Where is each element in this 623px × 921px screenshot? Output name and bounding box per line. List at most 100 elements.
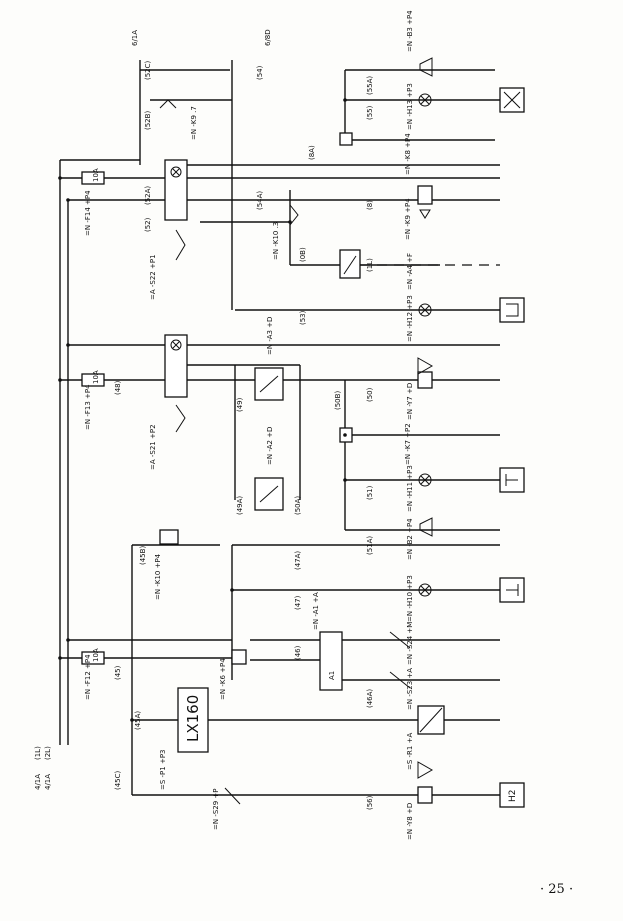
svg-text:=N -H11 +P3: =N -H11 +P3	[406, 465, 414, 512]
ref-left-3: (1L)	[34, 746, 42, 760]
module-a3: =N -A3 +D	[254, 317, 284, 401]
svg-text:(51A): (51A)	[366, 536, 374, 555]
lower-circuits	[60, 544, 500, 796]
svg-text:(46A): (46A)	[366, 689, 374, 708]
svg-text:=A -S21 +P2: =A -S21 +P2	[149, 424, 157, 470]
svg-text:=N -S29 +P: =N -S29 +P	[212, 788, 220, 830]
svg-text:(52A): (52A)	[144, 186, 152, 205]
terminal-symbols	[499, 87, 525, 603]
junction-dots	[58, 98, 347, 722]
switch-a4: =N -A4 +F	[339, 249, 414, 290]
horn-b2: =N -B2 +P4	[406, 517, 433, 560]
page-number: · 25 ·	[540, 882, 574, 897]
svg-text:=N -H10 +P3: =N -H10 +P3	[406, 575, 414, 622]
fuse-f14: 10A =N -F14 +P4	[81, 168, 105, 236]
svg-text:=N -H13 +P3: =N -H13 +P3	[406, 83, 414, 130]
svg-text:A1: A1	[328, 671, 336, 680]
left-reference-labels: 4/1A 4/1A (1L) (2L)	[34, 746, 52, 790]
switch-s24: =N -S24 +M	[389, 622, 414, 665]
svg-text:=N -A2 +D: =N -A2 +D	[266, 427, 274, 465]
switch-s23: =N -S23 +A	[389, 668, 414, 710]
svg-text:(47): (47)	[294, 595, 302, 610]
h2-symbol: H2	[499, 782, 525, 808]
svg-text:=N -A3 +D: =N -A3 +D	[266, 317, 274, 355]
switch-block-s21: =A -S21 +P2	[149, 334, 188, 470]
svg-text:(0B): (0B)	[299, 247, 307, 262]
svg-text:(50A): (50A)	[294, 496, 302, 515]
svg-text:H2: H2	[508, 790, 518, 803]
svg-text:=N -F14 +P4: =N -F14 +P4	[84, 190, 92, 236]
svg-text:=A -S22 +P1: =A -S22 +P1	[149, 254, 157, 300]
svg-text:(53): (53)	[299, 310, 307, 325]
middle-circuits	[60, 344, 500, 531]
lamp-h12: =N -H12 +P3	[406, 295, 432, 342]
svg-text:=N -F13 +P4: =N -F13 +P4	[84, 384, 92, 430]
svg-text:(50B): (50B)	[334, 391, 342, 410]
svg-text:(52): (52)	[144, 217, 152, 232]
svg-text:(49): (49)	[236, 397, 244, 412]
module-a2: =N -A2 +D	[254, 427, 284, 511]
svg-text:(54A): (54A)	[256, 191, 264, 210]
svg-text:=N -F12 +P4: =N -F12 +P4	[84, 654, 92, 700]
svg-text:(56): (56)	[366, 795, 374, 810]
relay-k10-coil: =N -K10 +P4	[154, 529, 179, 600]
fuse-f13: 10A =N -F13 +P4	[81, 370, 105, 430]
svg-text:=S -R1 +A: =S -R1 +A	[406, 733, 414, 770]
ref-top-2: 6/8D	[264, 29, 272, 46]
lamp-h10: =N -H10 +P3	[406, 575, 432, 622]
svg-text:(52C): (52C)	[144, 60, 152, 80]
main-busbars	[59, 60, 233, 795]
valve-y8: =N -Y8 +D	[406, 761, 434, 840]
resistor-r1: =S -R1 +A	[406, 705, 445, 770]
relay-k9-coil: =N -K9 +P4	[404, 185, 433, 240]
svg-text:=N -A1 +A: =N -A1 +A	[312, 592, 320, 630]
svg-text:=N -K9 .7: =N -K9 .7	[190, 106, 198, 140]
svg-text:=N -S24 +M: =N -S24 +M	[406, 622, 414, 665]
relay-k9-contact: =N -K9 .7	[159, 99, 198, 140]
svg-text:(55A): (55A)	[366, 76, 374, 95]
svg-text:LX160: LX160	[184, 695, 202, 742]
svg-text:=N -K6 +P4: =N -K6 +P4	[219, 658, 227, 700]
svg-text:(55): (55)	[366, 105, 374, 120]
relay-k7: =N -K7 +P2	[339, 423, 412, 465]
svg-text:=N -A4 +F: =N -A4 +F	[406, 253, 414, 290]
svg-text:(45C): (45C)	[114, 770, 122, 790]
svg-text:10A: 10A	[92, 370, 100, 384]
svg-text:(54): (54)	[256, 65, 264, 80]
svg-text:(45): (45)	[114, 665, 122, 680]
wire-reference-labels: (52C) (54) (52B) (55A) (55) (52A) (52) (…	[114, 60, 374, 810]
svg-text:=N -K7 +P2: =N -K7 +P2	[404, 423, 412, 465]
svg-text:(1L): (1L)	[366, 258, 374, 272]
relay-k10-contact: =N -K10 .3	[272, 204, 299, 260]
svg-text:(8A): (8A)	[308, 145, 316, 160]
svg-text:(52B): (52B)	[144, 111, 152, 130]
top-reference-labels: 6/1A 6/8D	[131, 29, 272, 46]
svg-text:=N -B3 +P4: =N -B3 +P4	[406, 10, 414, 52]
svg-text:=N -K8 +P4: =N -K8 +P4	[404, 133, 412, 175]
valve-y7: =N -Y7 +D	[406, 357, 434, 420]
svg-text:=N -Y8 +D: =N -Y8 +D	[406, 803, 414, 840]
svg-text:(45A): (45A)	[134, 711, 142, 730]
lamp-h11: =N -H11 +P3	[406, 465, 432, 512]
svg-text:=N -K10 .3: =N -K10 .3	[272, 222, 280, 260]
ref-left-2: 4/1A	[44, 774, 52, 790]
ref-left-1: 4/1A	[34, 774, 42, 790]
horn-b3: =N -B3 +P4	[406, 10, 433, 77]
relay-k8: =N -K8 +P4	[339, 132, 412, 175]
svg-text:(51): (51)	[366, 485, 374, 500]
svg-text:(45B): (45B)	[139, 546, 147, 565]
ref-top-1: 6/1A	[131, 30, 139, 46]
svg-text:=N -S23 +A: =N -S23 +A	[406, 668, 414, 710]
ref-left-4: (2L)	[44, 746, 52, 760]
svg-text:=S -P1 +P3: =S -P1 +P3	[159, 750, 167, 791]
svg-text:=N -B2 +P4: =N -B2 +P4	[406, 518, 414, 560]
relay-k6: =N -K6 +P4	[219, 649, 247, 700]
svg-text:(48): (48)	[114, 380, 122, 395]
lx160-block: LX160 =S -P1 +P3	[159, 687, 209, 791]
switch-s29: =N -S29 +P	[212, 787, 241, 830]
fuse-f12: 10A =N -F12 +P4	[81, 648, 105, 700]
svg-text:(47A): (47A)	[294, 551, 302, 570]
device-a1: A1 =N -A1 +A	[312, 592, 343, 691]
svg-text:=N -K9 +P4: =N -K9 +P4	[404, 198, 412, 240]
